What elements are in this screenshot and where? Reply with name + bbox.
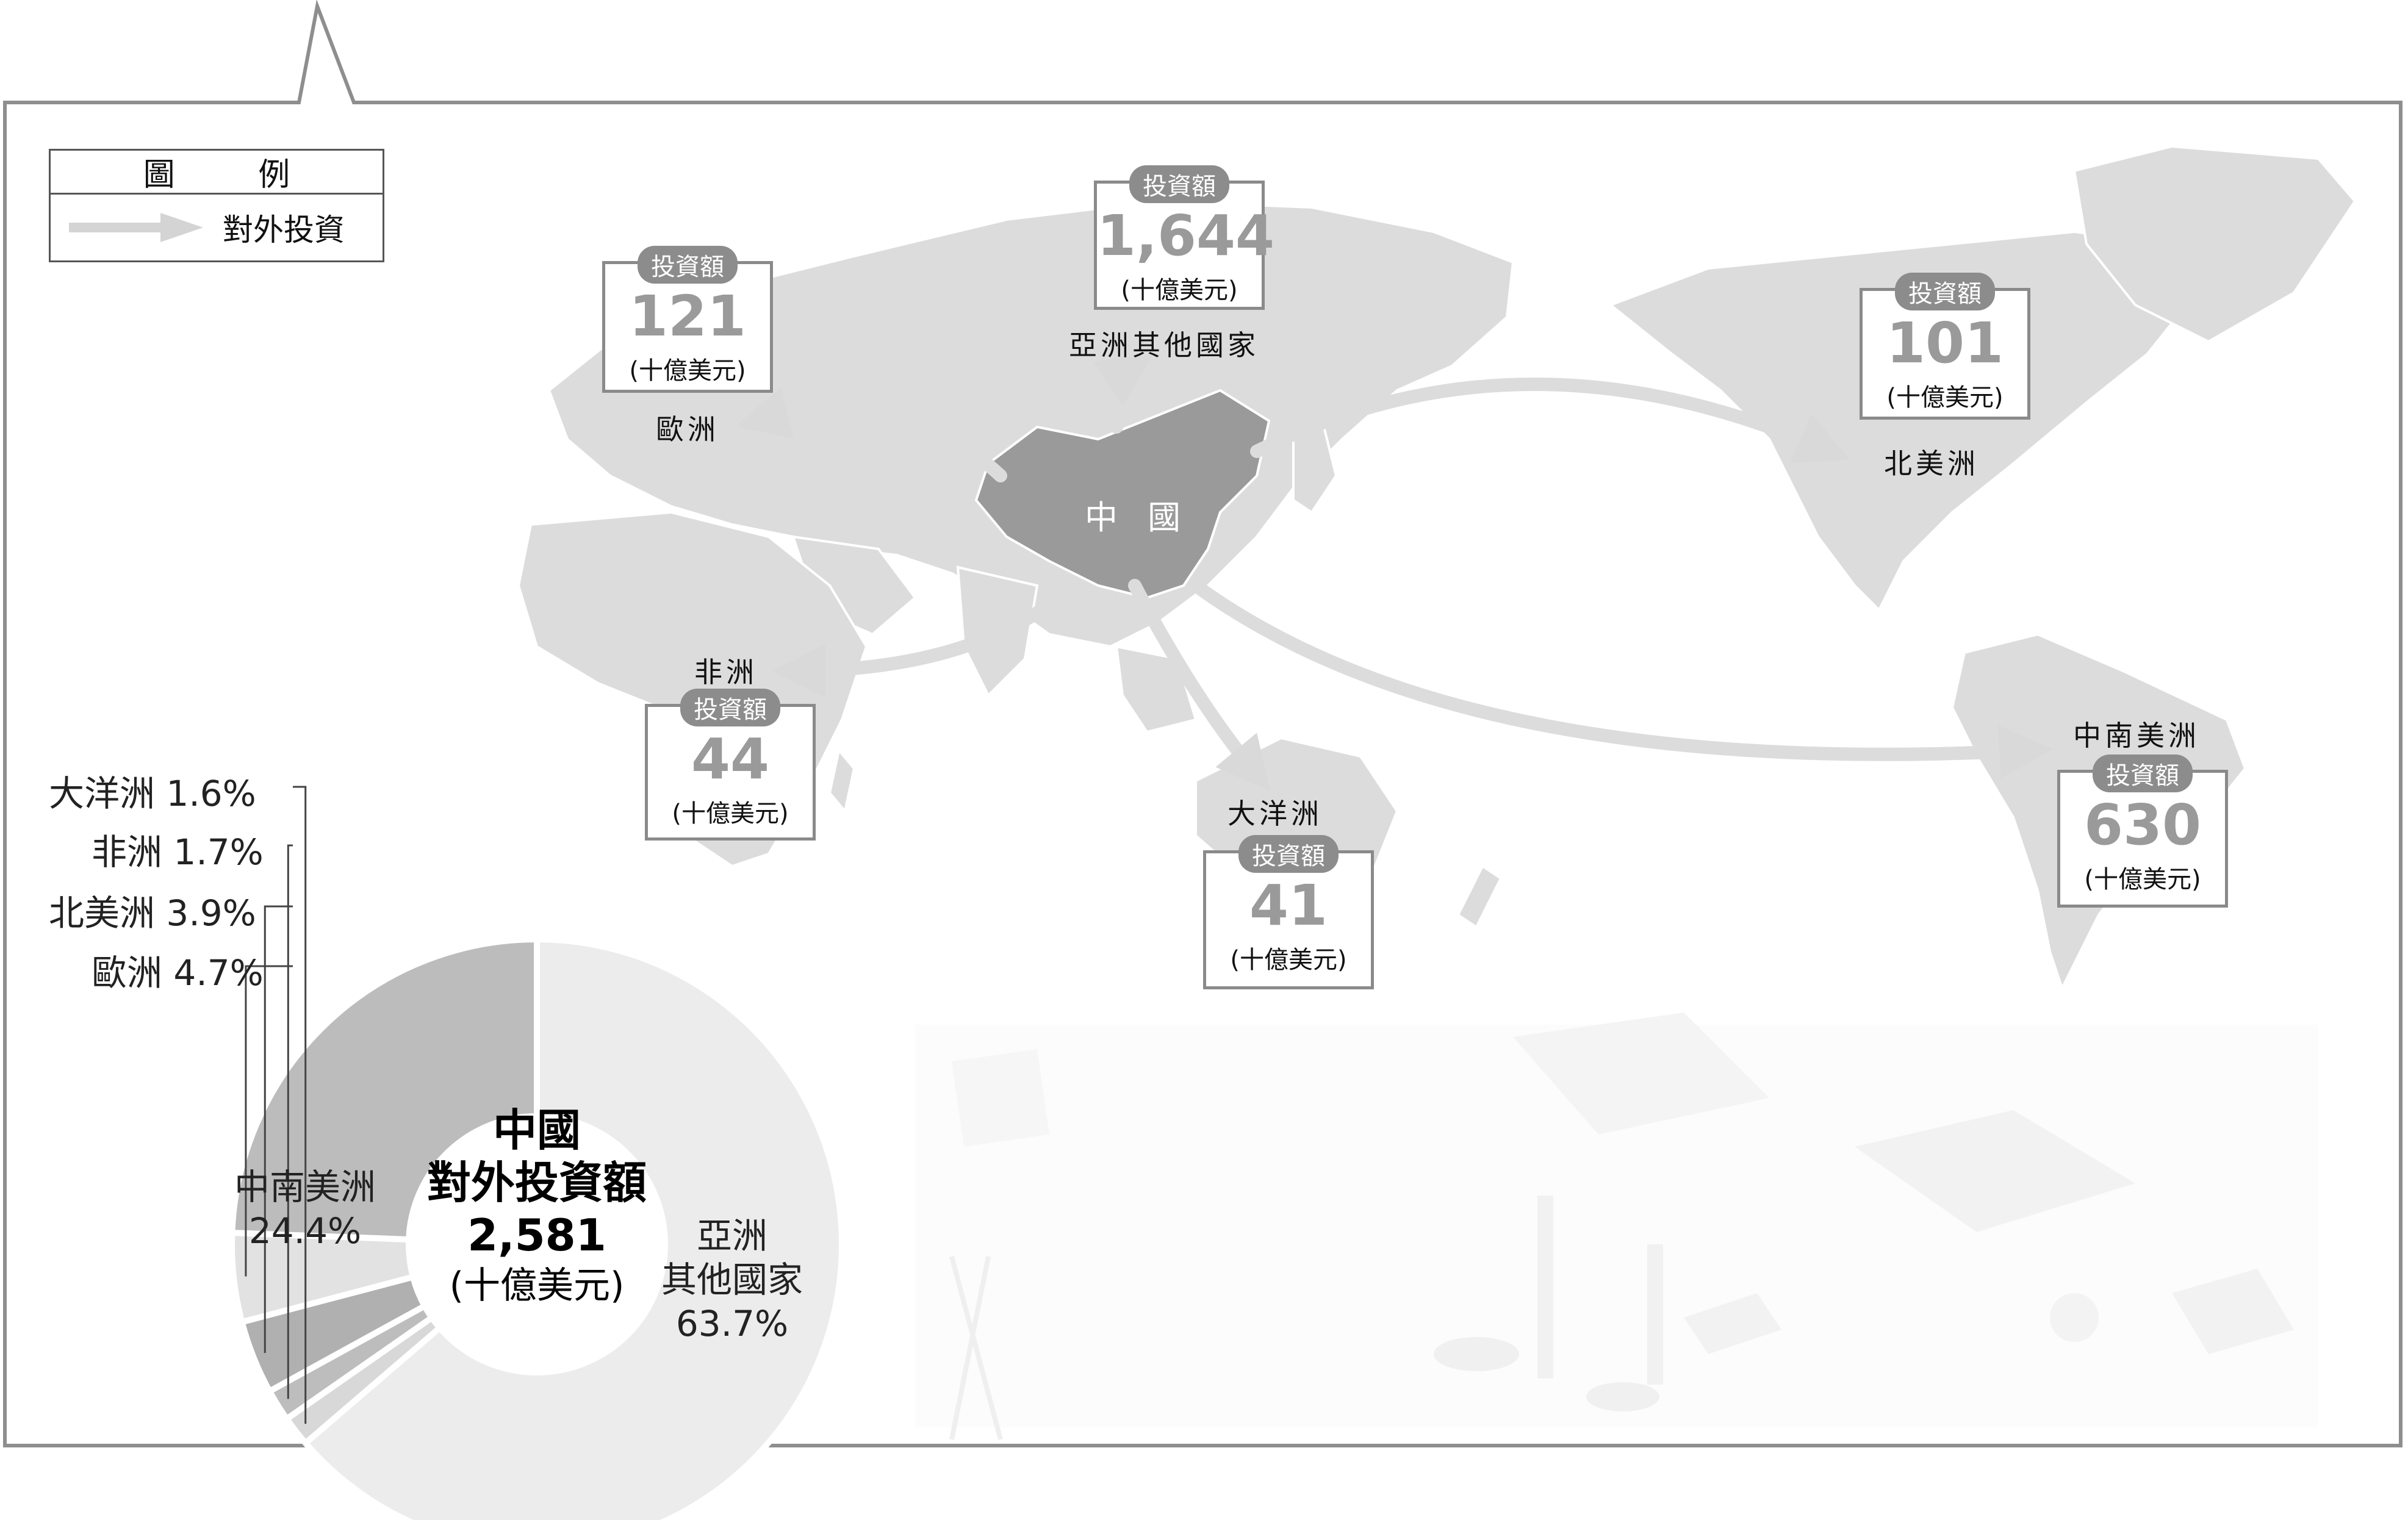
- new-zealand-landmass: [1456, 864, 1503, 929]
- arrow-to-europe: [735, 387, 1007, 482]
- pie-label-europe: 歐洲 4.7%: [92, 952, 264, 994]
- donut-center-value: 2,581: [467, 1210, 606, 1261]
- pie-label-latin-america-pct: 24.4%: [248, 1210, 362, 1252]
- investment-box-asia-other: 投資額 1,644 (十億美元): [1094, 165, 1275, 310]
- investment-unit: (十億美元): [672, 800, 789, 828]
- pie-label-africa: 非洲 1.7%: [92, 831, 264, 873]
- north-america-landmass: [1608, 230, 2198, 612]
- arrow-to-oceania: [1128, 579, 1271, 792]
- arrow-to-africa: [771, 579, 1080, 698]
- region-label-north-america: 北美洲: [1884, 447, 1979, 480]
- legend-title: 圖 例: [51, 151, 383, 195]
- pie-label-oceania: 大洋洲 1.6%: [49, 773, 256, 814]
- region-label-latin-america: 中南美洲: [2073, 719, 2200, 752]
- investment-tag: 投資額: [2093, 755, 2193, 792]
- investment-tag: 投資額: [1895, 273, 1995, 310]
- pie-label-asia-other-name2: 其他國家: [661, 1259, 803, 1300]
- investment-value-africa: 44: [691, 726, 770, 792]
- investment-unit: (十億美元): [1886, 384, 2004, 412]
- investment-unit: (十億美元): [2084, 866, 2201, 894]
- investment-value-latin-america: 630: [2083, 792, 2202, 858]
- china-label: 中 國: [1085, 498, 1191, 537]
- investment-value-north-america: 101: [1886, 310, 2004, 376]
- investment-box-europe: 投資額 121 (十億美元): [602, 246, 773, 393]
- investment-tag: 投資額: [1238, 835, 1339, 873]
- investment-tag: 投資額: [1129, 165, 1229, 203]
- pie-label-latin-america: 中南美洲 24.4%: [234, 1165, 376, 1253]
- arrow-to-north-america: [1250, 378, 1850, 464]
- arrow-to-asia-other: [1093, 354, 1153, 434]
- industrial-background: [915, 1013, 2318, 1441]
- investment-box-africa: 投資額 44 (十億美元): [645, 689, 816, 841]
- donut-center-unit: (十億美元): [449, 1264, 625, 1307]
- donut-center-title: 中國: [492, 1105, 581, 1156]
- investment-box-latin-america: 投資額 630 (十億美元): [2057, 755, 2228, 908]
- investment-box-north-america: 投資額 101 (十億美元): [1860, 273, 2030, 420]
- investment-unit: (十億美元): [1121, 276, 1238, 304]
- legend-label: 對外投資: [223, 212, 345, 248]
- leader-lines: [245, 786, 307, 1424]
- investment-value-asia-other: 1,644: [1097, 203, 1275, 268]
- legend-arrow-icon: [69, 213, 203, 242]
- investment-box-oceania: 投資額 41 (十億美元): [1203, 835, 1374, 989]
- investment-arrows: [735, 354, 2054, 792]
- leader-line: [287, 844, 293, 1399]
- investment-unit: (十億美元): [1230, 946, 1347, 974]
- legend-row: 對外投資: [51, 195, 383, 260]
- investment-value-europe: 121: [628, 284, 747, 349]
- investment-unit: (十億美元): [629, 357, 746, 385]
- greenland-landmass: [2072, 145, 2357, 343]
- investment-tag: 投資額: [680, 689, 780, 726]
- region-label-africa: 非洲: [694, 656, 758, 689]
- pie-label-latin-america-name: 中南美洲: [234, 1166, 376, 1208]
- pie-label-asia-other-pct: 63.7%: [675, 1303, 789, 1344]
- donut-hole: [409, 1116, 665, 1372]
- arrow-to-latin-america: [1189, 579, 2054, 779]
- region-label-europe: 歐洲: [656, 413, 719, 446]
- pie-label-north-america: 北美洲 3.9%: [49, 892, 256, 934]
- leader-line: [245, 965, 293, 1277]
- china-region: [974, 389, 1271, 600]
- investment-tag: 投資額: [638, 246, 738, 284]
- madagascar-landmass: [828, 747, 856, 814]
- region-label-asia-other: 亞洲其他國家: [1069, 329, 1259, 362]
- donut-center-text: 中國 對外投資額 2,581 (十億美元): [415, 1104, 659, 1310]
- legend: 圖 例 對外投資: [49, 149, 384, 262]
- pie-label-asia-other-name1: 亞洲: [697, 1215, 768, 1257]
- region-label-oceania: 大洋洲: [1227, 797, 1323, 830]
- leader-line: [264, 905, 293, 1353]
- leader-line: [293, 786, 307, 1424]
- investment-value-oceania: 41: [1249, 873, 1328, 938]
- pie-label-asia-other: 亞洲 其他國家 63.7%: [661, 1214, 803, 1346]
- donut-center-subtitle: 對外投資額: [426, 1157, 647, 1208]
